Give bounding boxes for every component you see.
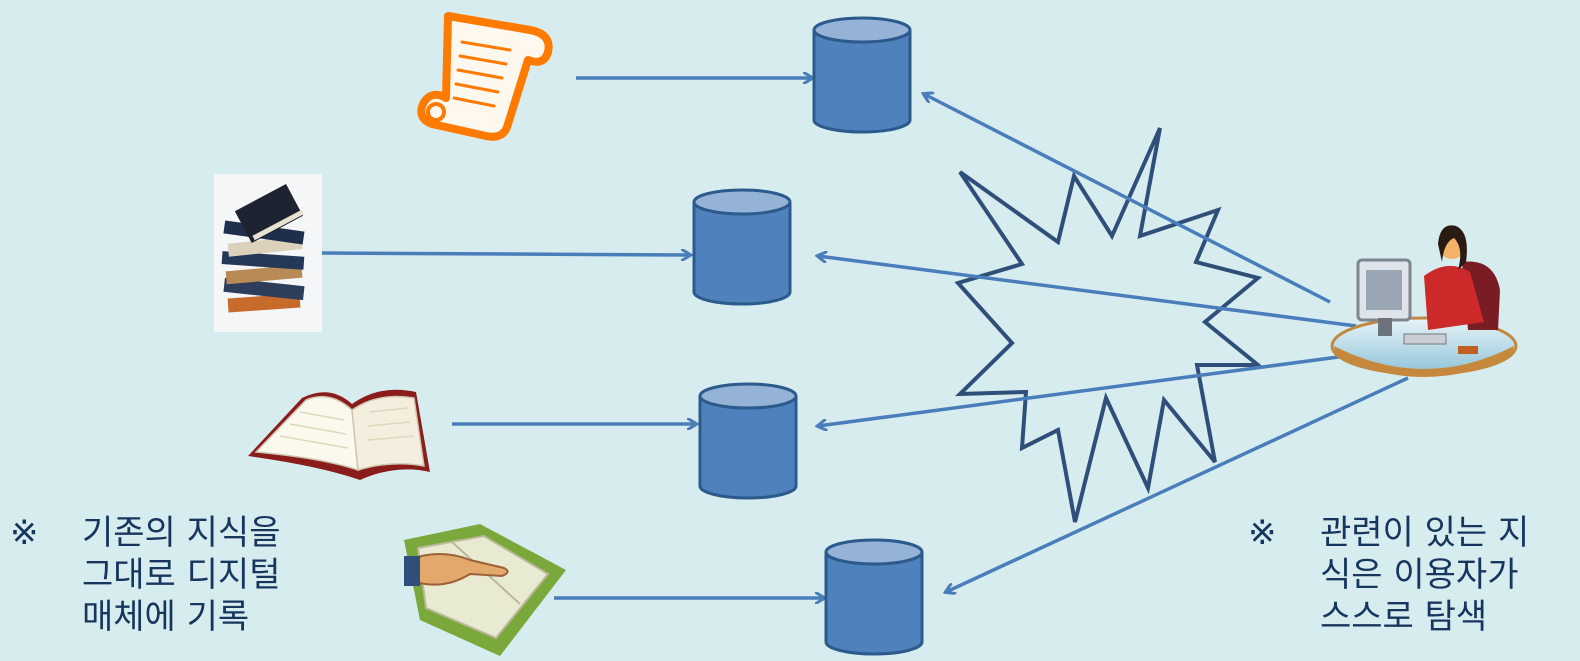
hand-on-book-icon [404,524,566,656]
right-note: ※ 관련이 있는 지 식은 이용자가 스스로 탐색 [1248,512,1580,642]
left-note-text: 기존의 지식을 그대로 디지털 매체에 기록 [82,512,281,638]
person-at-computer-icon [1330,225,1518,377]
left-note-line-3: 매체에 기록 [82,597,250,637]
reference-mark-right: ※ [1248,513,1277,553]
reference-mark-left: ※ [10,513,39,553]
book-stack-icon [214,174,322,332]
right-note-text: 관련이 있는 지 식은 이용자가 스스로 탐색 [1320,512,1529,638]
database-cylinder-2 [692,188,792,306]
left-note: ※ 기존의 지식을 그대로 디지털 매체에 기록 [10,512,350,642]
arrow-user-to-db2 [818,256,1357,328]
arrow-books-to-db2 [321,253,690,255]
starburst-shape [954,127,1264,523]
database-cylinder-4 [824,538,924,656]
right-note-line-2: 식은 이용자가 [1320,555,1519,595]
database-cylinder-1 [812,16,912,134]
right-note-line-3: 스스로 탐색 [1320,597,1488,637]
arrow-user-to-db4 [946,376,1409,592]
database-cylinder-3 [698,382,798,500]
scroll-icon [417,12,553,141]
right-note-line-1: 관련이 있는 지 [1320,513,1530,553]
arrow-user-to-db3 [818,350,1377,426]
left-note-line-2: 그대로 디지털 [82,555,281,595]
open-book-icon [248,389,430,480]
arrow-user-to-db1 [924,94,1331,304]
left-note-line-1: 기존의 지식을 [82,513,281,553]
